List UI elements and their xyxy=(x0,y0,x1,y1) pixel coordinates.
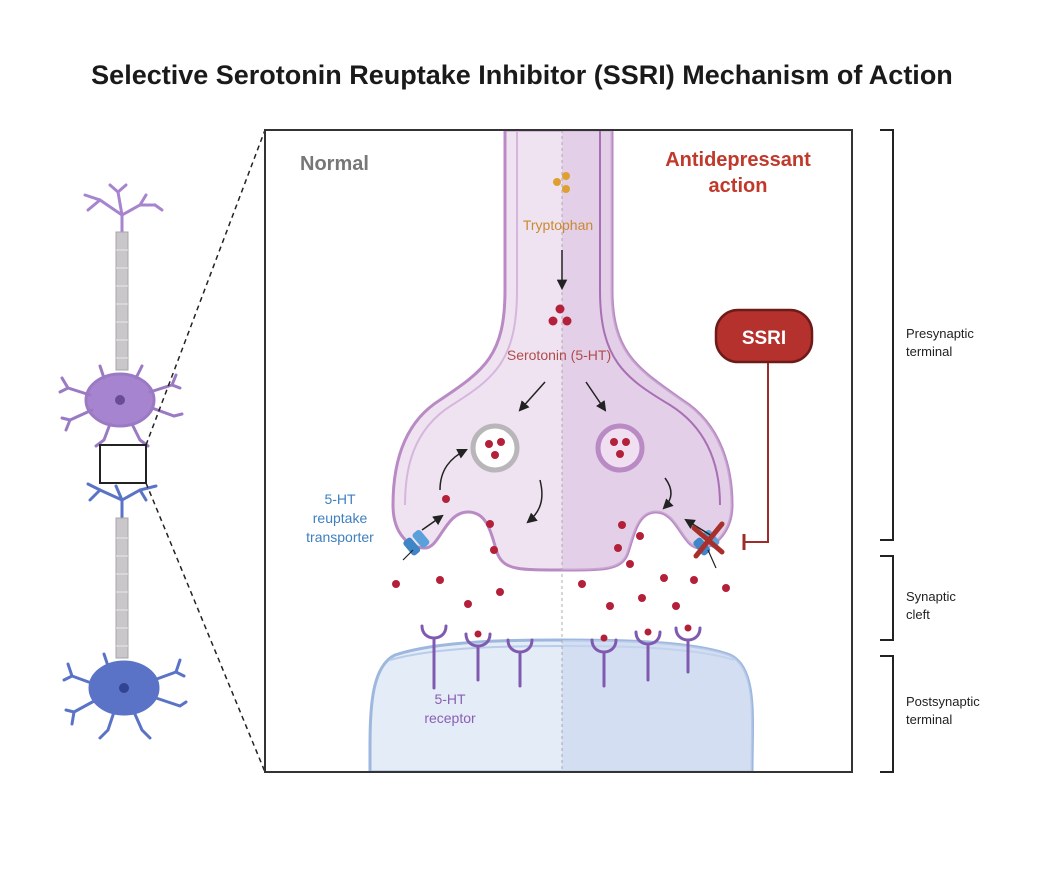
vesicle-normal xyxy=(470,423,520,473)
presynaptic-label-line1: Presynaptic xyxy=(906,326,974,341)
ssri-inhibition-line xyxy=(744,362,769,543)
neuron-overview xyxy=(58,129,266,773)
tryptophan-molecules xyxy=(553,172,570,193)
receptors-normal xyxy=(420,624,534,690)
zoom-connector-bottom xyxy=(145,482,266,773)
transporter-label-line2: reuptake xyxy=(313,510,368,526)
lower-neuron-dendrites xyxy=(86,482,158,522)
transporter-label-line3: transporter xyxy=(306,529,374,545)
presynaptic-label-line2: terminal xyxy=(906,344,952,359)
cleft-serotonin-normal xyxy=(392,495,504,608)
zoom-panel-border xyxy=(264,129,853,773)
reuptake-transporter-normal xyxy=(403,529,430,556)
receptor-label-line2: receptor xyxy=(424,710,476,726)
upper-neuron-soma xyxy=(58,364,184,448)
cleft-label-line1: Synaptic xyxy=(906,589,956,604)
lower-axon xyxy=(115,517,129,659)
normal-heading: Normal xyxy=(300,153,369,175)
diagram-title: Selective Serotonin Reuptake Inhibitor (… xyxy=(91,60,953,90)
postsynaptic-label-line2: terminal xyxy=(906,712,952,727)
ssri-badge xyxy=(714,308,814,364)
zoom-box xyxy=(99,444,147,484)
postsynaptic-label-line1: Postsynaptic xyxy=(906,694,980,709)
lower-neuron-soma xyxy=(62,652,188,740)
cleft-serotonin-antidepressant xyxy=(578,521,730,610)
upper-axon xyxy=(115,231,129,371)
upper-neuron-dendrites xyxy=(83,183,164,237)
serotonin-label: Serotonin (5-HT) xyxy=(507,347,611,363)
antidepressant-heading-line2: action xyxy=(709,175,768,197)
transporter-label-line1: 5-HT xyxy=(324,491,356,507)
region-brackets xyxy=(880,129,894,773)
ssri-label: SSRI xyxy=(742,328,786,349)
zoom-connector-top xyxy=(145,129,266,446)
blocked-x-icon xyxy=(691,521,725,559)
cleft-label-line2: cleft xyxy=(906,607,930,622)
antidepressant-heading-line1: Antidepressant xyxy=(665,149,811,171)
vesicle-antidepressant xyxy=(595,423,645,473)
tryptophan-label: Tryptophan xyxy=(523,217,593,233)
serotonin-molecules xyxy=(548,304,572,326)
receptors-antidepressant xyxy=(590,626,702,688)
receptor-label-line1: 5-HT xyxy=(434,691,466,707)
